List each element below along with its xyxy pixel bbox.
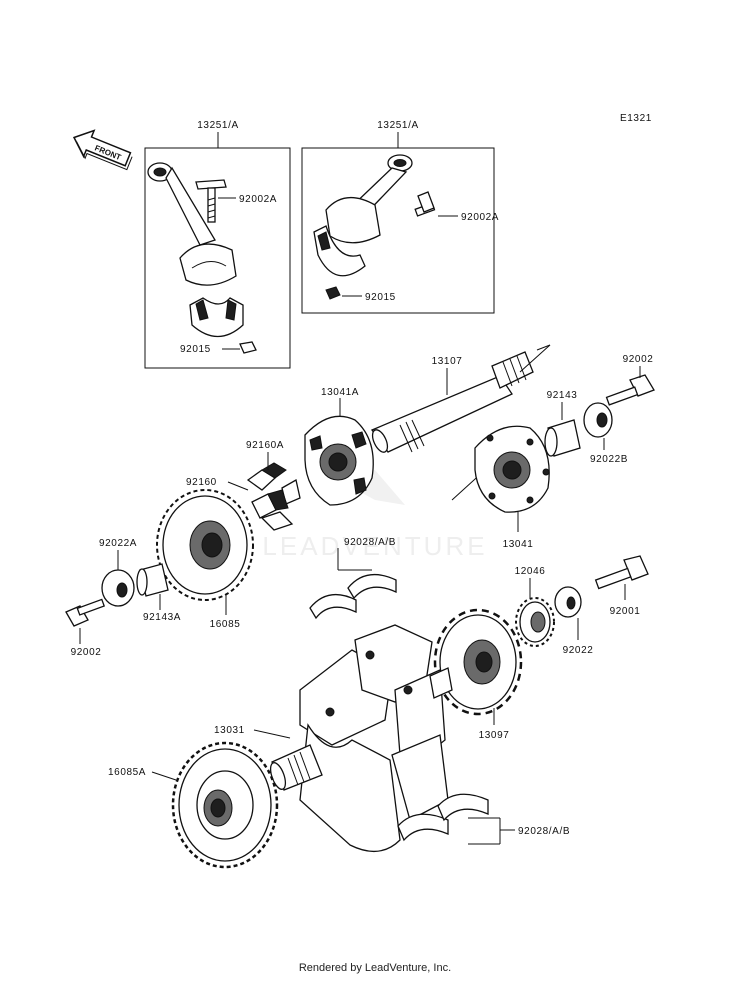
label-bearing-lower: 92028/A/B — [518, 826, 570, 837]
label-gear-upper: 16085 — [210, 619, 241, 630]
damper-rubber — [251, 489, 294, 531]
label-bolt-left: 92002A — [239, 194, 277, 205]
rod-cap-right — [313, 225, 366, 277]
watermark-text: LEADVENTURE — [262, 531, 487, 561]
label-nut-right: 92015 — [365, 292, 396, 303]
label-bolt-right: 92002A — [461, 212, 499, 223]
label-bolt-top-right: 92002 — [623, 354, 654, 365]
damper-hub-left — [304, 415, 374, 506]
collar-left — [136, 563, 169, 597]
label-nut-left: 92015 — [180, 344, 211, 355]
label-damper-left: 13041A — [321, 387, 359, 398]
label-gear-lower: 16085A — [108, 767, 146, 778]
bolt-left — [195, 179, 227, 223]
label-sprocket: 13097 — [479, 730, 510, 741]
label-crankshaft: 13031 — [214, 725, 245, 736]
label-collar-left: 92143A — [143, 612, 181, 623]
washer-right — [554, 586, 582, 618]
conrod-right-group: 13251/A 92002A 92015 — [301, 120, 499, 314]
output-shaft — [370, 344, 551, 501]
label-bearing-upper: 92028/A/B — [344, 537, 396, 548]
bolt-top-right — [605, 374, 655, 406]
conrod-left-group: 13251/A 92002A 92015 — [144, 120, 291, 369]
bolt-left-lower — [65, 598, 106, 627]
washer-left — [101, 569, 135, 607]
label-washer-left: 92022A — [99, 538, 137, 549]
sprocket — [433, 608, 523, 716]
label-collar-top: 92143 — [547, 390, 578, 401]
label-rubber: 92160 — [186, 477, 217, 488]
label-shaft: 13107 — [432, 356, 463, 367]
label-washer-top: 92022B — [590, 454, 628, 465]
label-damper-right: 13041 — [503, 539, 534, 550]
nut-right — [325, 286, 341, 300]
bearing-shell-lower — [397, 793, 489, 842]
connecting-rod-right — [325, 154, 413, 244]
label-conrod-left: 13251/A — [197, 120, 238, 131]
front-arrow-icon: FRONT — [72, 129, 133, 171]
bolt-right — [414, 191, 436, 217]
washer-top — [583, 402, 613, 438]
gear-small — [515, 597, 555, 647]
crankshaft — [269, 624, 453, 852]
gear-lower — [171, 741, 279, 869]
label-washer-right: 92022 — [563, 645, 594, 656]
connecting-rod-left — [147, 162, 237, 286]
label-conrod-right: 13251/A — [377, 120, 418, 131]
nut-left — [239, 341, 257, 354]
label-bolt-left-lower: 92002 — [71, 647, 102, 658]
gear-upper — [156, 489, 254, 601]
label-rubber-a: 92160A — [246, 440, 284, 451]
bolt-right-lower — [594, 555, 649, 590]
damper-hub-right — [474, 425, 550, 513]
label-bolt-right-lower: 92001 — [610, 606, 641, 617]
rod-cap-left — [189, 297, 244, 338]
label-gear-small: 12046 — [515, 566, 546, 577]
bearing-shell-upper — [309, 573, 397, 620]
diagram-code: E1321 — [620, 113, 652, 124]
footer-credit: Rendered by LeadVenture, Inc. — [298, 962, 452, 974]
collar-top — [544, 419, 581, 457]
